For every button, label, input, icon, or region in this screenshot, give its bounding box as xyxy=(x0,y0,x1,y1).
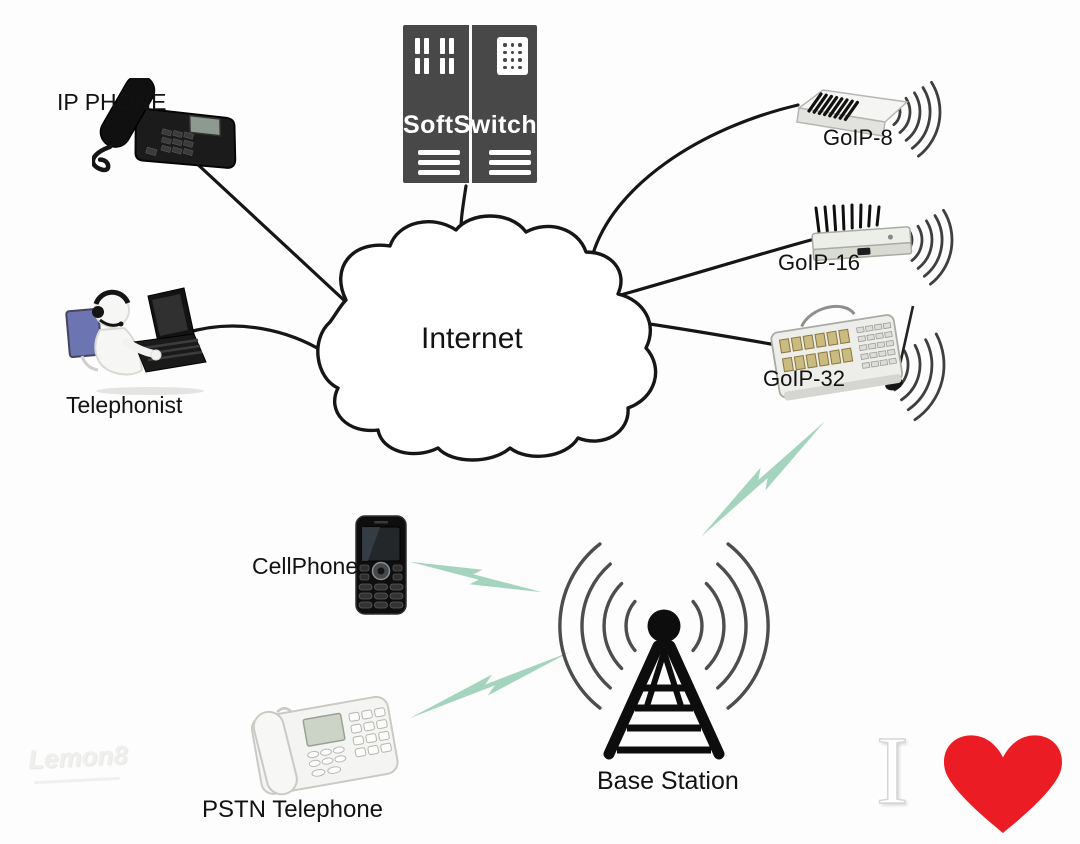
cellphone-label: CellPhone xyxy=(252,553,359,579)
lightning-bolts xyxy=(409,421,826,719)
edge-ipphone-internet xyxy=(191,158,349,305)
internet-label: Internet xyxy=(421,322,523,355)
base-station-label: Base Station xyxy=(597,767,739,795)
goip16-image xyxy=(811,203,913,262)
edge-internet-goip8 xyxy=(590,103,800,259)
ip-phone-image xyxy=(92,78,237,173)
internet-cloud xyxy=(316,214,658,462)
goip32-image xyxy=(770,304,904,401)
i-letter: I xyxy=(875,717,909,825)
pstn-telephone-image xyxy=(250,695,399,796)
bolt-basestation-cellphone xyxy=(409,561,543,593)
softswitch-node: SoftSwitch xyxy=(403,25,537,183)
heart-icon xyxy=(943,735,1063,834)
goip8-label: GoIP-8 xyxy=(823,125,893,150)
antenna-tower-icon xyxy=(603,609,725,760)
server-keypad-icon xyxy=(497,37,528,75)
pstn-telephone-label: PSTN Telephone xyxy=(202,796,384,823)
softswitch-label: SoftSwitch xyxy=(403,111,538,139)
telephonist-label: Telephonist xyxy=(66,392,183,418)
goip16-label: GoIP-16 xyxy=(778,250,860,275)
goip8-image xyxy=(796,89,909,137)
goip32-label: GoIP-32 xyxy=(763,366,845,391)
i-love-sticker: I xyxy=(872,717,1072,842)
telephonist-image xyxy=(65,287,207,395)
server-slots-right-icon xyxy=(489,150,531,175)
softswitch-divider xyxy=(469,25,472,183)
ip-phone-label: IP PHONE xyxy=(57,89,167,115)
edge-telephonist-internet xyxy=(184,324,326,354)
server-slots-left-icon xyxy=(418,150,460,175)
server-vents-icon xyxy=(415,38,454,74)
bolt-basestation-pstn xyxy=(409,651,571,719)
base-station-waves-icon xyxy=(558,542,770,710)
headset-icon xyxy=(93,289,131,305)
edge-internet-goip16 xyxy=(615,235,824,298)
cellphone-image xyxy=(355,515,407,615)
base-station-icon xyxy=(558,542,770,760)
watermark-text: Lemon8 xyxy=(27,739,129,775)
bolt-goip32-basestation xyxy=(700,421,826,537)
